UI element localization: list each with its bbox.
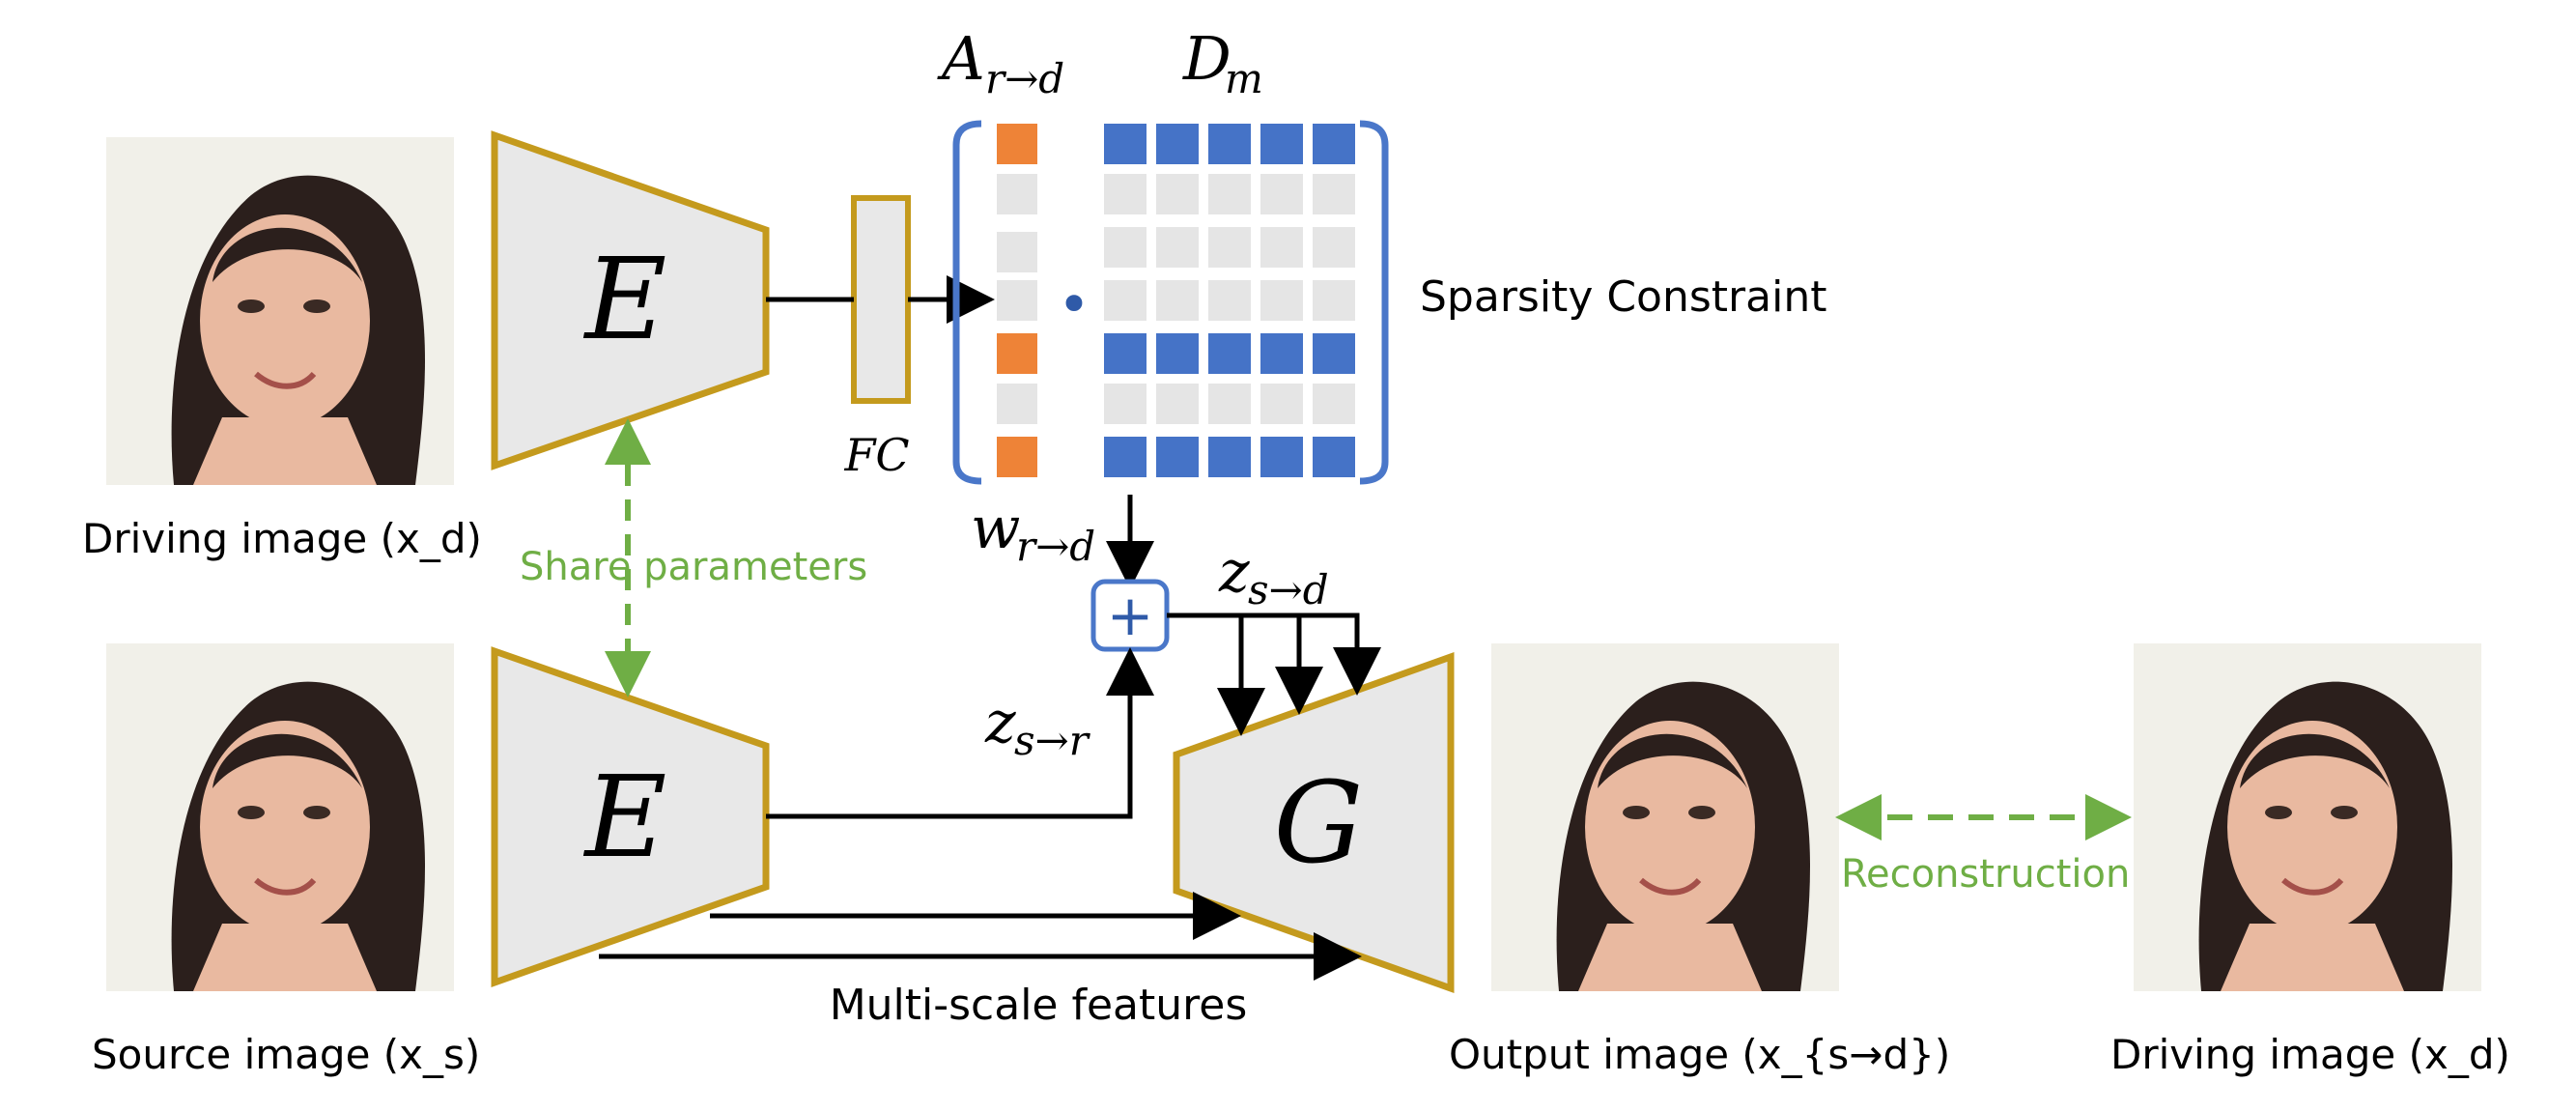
multiscale-label: Multi-scale features — [830, 981, 1248, 1030]
w-label-sub: r→d — [1016, 523, 1095, 570]
encoder-top: E — [491, 130, 770, 470]
driving-image-right — [2134, 643, 2481, 991]
a-label-base: A — [937, 23, 985, 94]
zsd-label-base: z — [1218, 538, 1250, 606]
matrix-bracket-left — [952, 120, 982, 485]
arrow-plus-to-generator-main — [1167, 612, 1381, 696]
zsr-label-sub: s→r — [1014, 717, 1091, 764]
zsr-label: z s→r — [984, 689, 1091, 764]
dot-operator: • — [1058, 271, 1090, 337]
w-label: w r→d — [971, 495, 1095, 570]
zsr-label-base: z — [984, 689, 1016, 756]
a-vector — [997, 124, 1037, 477]
output-image — [1491, 643, 1839, 991]
share-parameters-label: Share parameters — [520, 545, 867, 589]
d-label-sub: m — [1225, 55, 1263, 102]
encoder-bottom-symbol: E — [583, 753, 667, 883]
d-label: D m — [1182, 23, 1263, 102]
reconstruction-label: Reconstruction — [1841, 852, 2130, 897]
driving-image-top-label: Driving image (x_d) — [82, 515, 482, 562]
zsd-label: z s→d — [1218, 538, 1329, 613]
driving-image-right-label: Driving image (x_d) — [2110, 1031, 2510, 1078]
fc-block — [851, 195, 911, 404]
add-operator-symbol: + — [1107, 583, 1154, 648]
zsd-label-sub: s→d — [1248, 566, 1329, 613]
sparsity-constraint-label: Sparsity Constraint — [1420, 272, 1826, 322]
generator: G — [1173, 652, 1455, 993]
d-matrix — [1104, 124, 1355, 477]
encoder-bottom: E — [491, 646, 770, 987]
driving-image-top — [106, 137, 454, 485]
a-label-sub: r→d — [985, 55, 1064, 102]
source-image-label: Source image (x_s) — [92, 1031, 480, 1078]
output-image-label: Output image (x_{s→d}) — [1449, 1031, 1950, 1078]
fc-label: FC — [843, 429, 909, 481]
matrix-bracket-right — [1359, 120, 1389, 485]
generator-symbol: G — [1274, 758, 1364, 889]
a-label: A r→d — [937, 23, 1064, 102]
w-label-base: w — [971, 495, 1020, 562]
d-label-base: D — [1182, 23, 1231, 94]
add-operator: + — [1090, 579, 1170, 652]
arrow-encoder-to-plus — [766, 647, 1154, 819]
encoder-top-symbol: E — [583, 235, 667, 365]
source-image — [106, 643, 454, 991]
